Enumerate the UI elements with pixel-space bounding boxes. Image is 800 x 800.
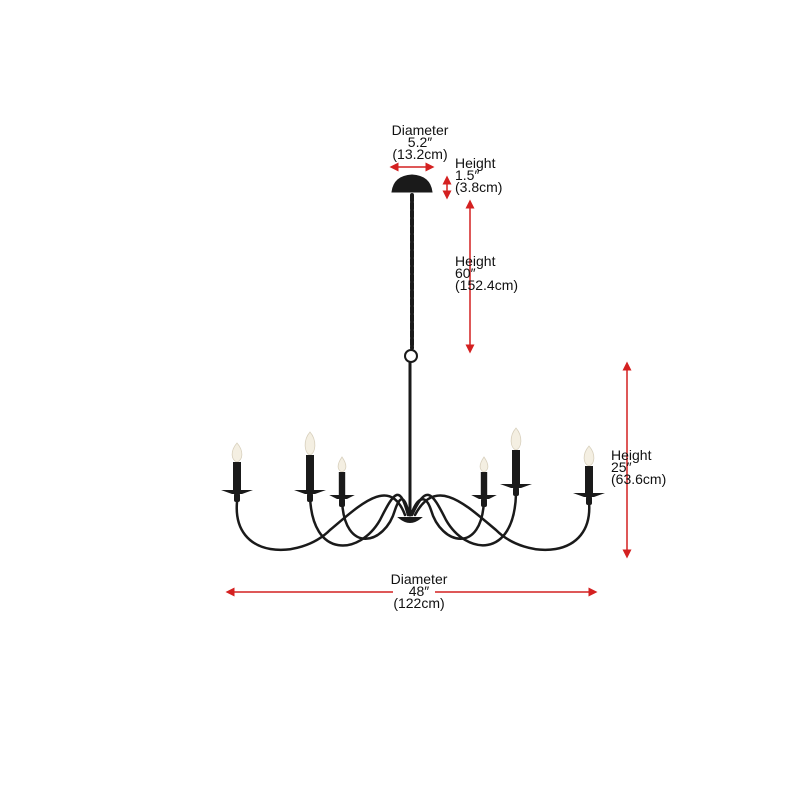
ring xyxy=(404,349,418,363)
candle-sleeve xyxy=(233,462,241,490)
label-imperial: 5.2″ xyxy=(407,134,433,150)
dimension-arrows xyxy=(225,162,632,597)
label-title: Height xyxy=(455,253,496,269)
label-metric: (122cm) xyxy=(393,595,445,611)
drip-cup xyxy=(221,490,253,494)
candle xyxy=(500,427,532,496)
label-title: Diameter xyxy=(390,571,448,587)
candle-sleeve xyxy=(480,472,488,495)
label-metric: (3.8cm) xyxy=(455,179,503,195)
flame-bulb xyxy=(337,456,347,473)
label-imperial: 60″ xyxy=(455,265,476,281)
candles xyxy=(221,427,605,507)
cup-stem xyxy=(234,493,240,502)
label-imperial: 1.5″ xyxy=(455,167,480,183)
cup-stem xyxy=(307,493,313,502)
canopy-diameter-label: Diameter 5.2″ (13.2cm) xyxy=(388,122,452,162)
canopy-height-label: Height 1.5″ (3.8cm) xyxy=(455,155,503,195)
label-metric: (13.2cm) xyxy=(392,146,448,162)
cup-stem xyxy=(339,498,345,507)
label-title: Height xyxy=(611,447,652,463)
candle xyxy=(573,445,605,505)
drip-cup xyxy=(329,495,355,499)
flame-bulb xyxy=(583,445,595,467)
chain-height-label: Height 60″ (152.4cm) xyxy=(455,253,519,293)
flame-bulb xyxy=(479,456,489,473)
candle xyxy=(329,456,355,507)
flame-bulb xyxy=(231,442,243,463)
cup-stem xyxy=(481,498,487,507)
candle-sleeve xyxy=(306,455,314,490)
drip-cup xyxy=(294,490,326,494)
candle xyxy=(221,442,253,502)
drip-cup xyxy=(471,495,497,499)
arms xyxy=(235,492,591,551)
label-title: Height xyxy=(455,155,496,171)
candle-sleeve xyxy=(585,466,593,493)
candle xyxy=(471,456,497,507)
canopy xyxy=(391,174,433,193)
cup-stem xyxy=(513,487,519,496)
flame-bulb xyxy=(304,431,316,456)
cup-stem xyxy=(586,496,592,505)
label-imperial: 25″ xyxy=(611,459,632,475)
candle xyxy=(294,431,326,502)
candle-sleeve xyxy=(512,450,520,484)
label-metric: (63.6cm) xyxy=(611,471,667,487)
label-metric: (152.4cm) xyxy=(455,277,519,293)
label-title: Diameter xyxy=(391,122,449,138)
candle-sleeve xyxy=(338,472,346,495)
label-imperial: 48″ xyxy=(408,583,430,599)
drip-cup xyxy=(573,493,605,497)
drip-cup xyxy=(500,484,532,488)
body-diameter-label: Diameter 48″ (122cm) xyxy=(384,571,454,611)
chandelier-fixture xyxy=(235,174,591,551)
center-cup xyxy=(397,517,423,523)
body-height-label: Height 25″ (63.6cm) xyxy=(611,447,667,487)
flame-bulb xyxy=(510,427,522,451)
